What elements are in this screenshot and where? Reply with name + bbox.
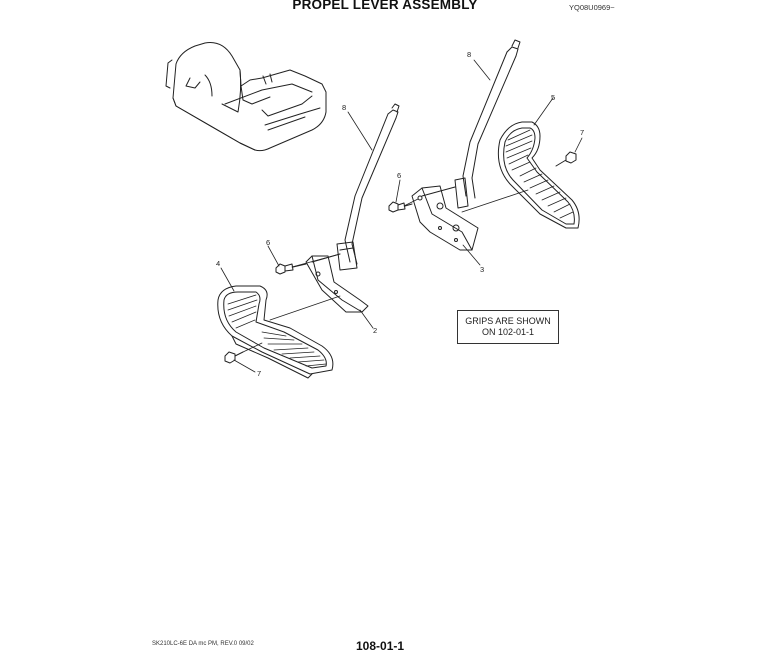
page-number: 108-01-1 [356,639,405,653]
callout-3-right-bracket: 3 [480,265,485,274]
callout-8-right-lever: 8 [467,50,472,59]
left-bracket [306,254,368,312]
leader-lines [221,60,582,372]
left-screw [225,352,243,363]
right-grip [498,122,579,228]
document-info: SK210LC-6E DA mc PM, REV.0 09/02 [152,641,254,647]
note-line-1: GRIPS ARE SHOWN [465,316,551,326]
left-propel-lever [337,104,399,270]
left-grip [218,286,333,378]
grips-note-box: GRIPS ARE SHOWN ON 102-01-1 [457,310,559,344]
callout-6-right-bolt: 6 [397,171,402,180]
callout-2-left-bracket: 2 [373,326,378,335]
callout-6-left-bolt: 6 [266,238,271,247]
callout-7-left-screw: 7 [257,369,262,378]
operator-seat-illustration [166,43,326,151]
right-screw [556,152,576,166]
reference-code: YQ08U0969~ [569,3,615,12]
callout-4-left-grip: 4 [216,259,221,268]
callout-7-right-screw: 7 [580,128,585,137]
note-line-2: ON 102-01-1 [481,327,535,337]
page-title: PROPEL LEVER ASSEMBLY [292,0,478,12]
left-bolt [276,264,306,274]
callout-5-right-grip: 5 [551,93,556,102]
right-bracket [412,186,478,250]
right-propel-lever [455,40,520,208]
callout-8-left-lever: 8 [342,103,347,112]
